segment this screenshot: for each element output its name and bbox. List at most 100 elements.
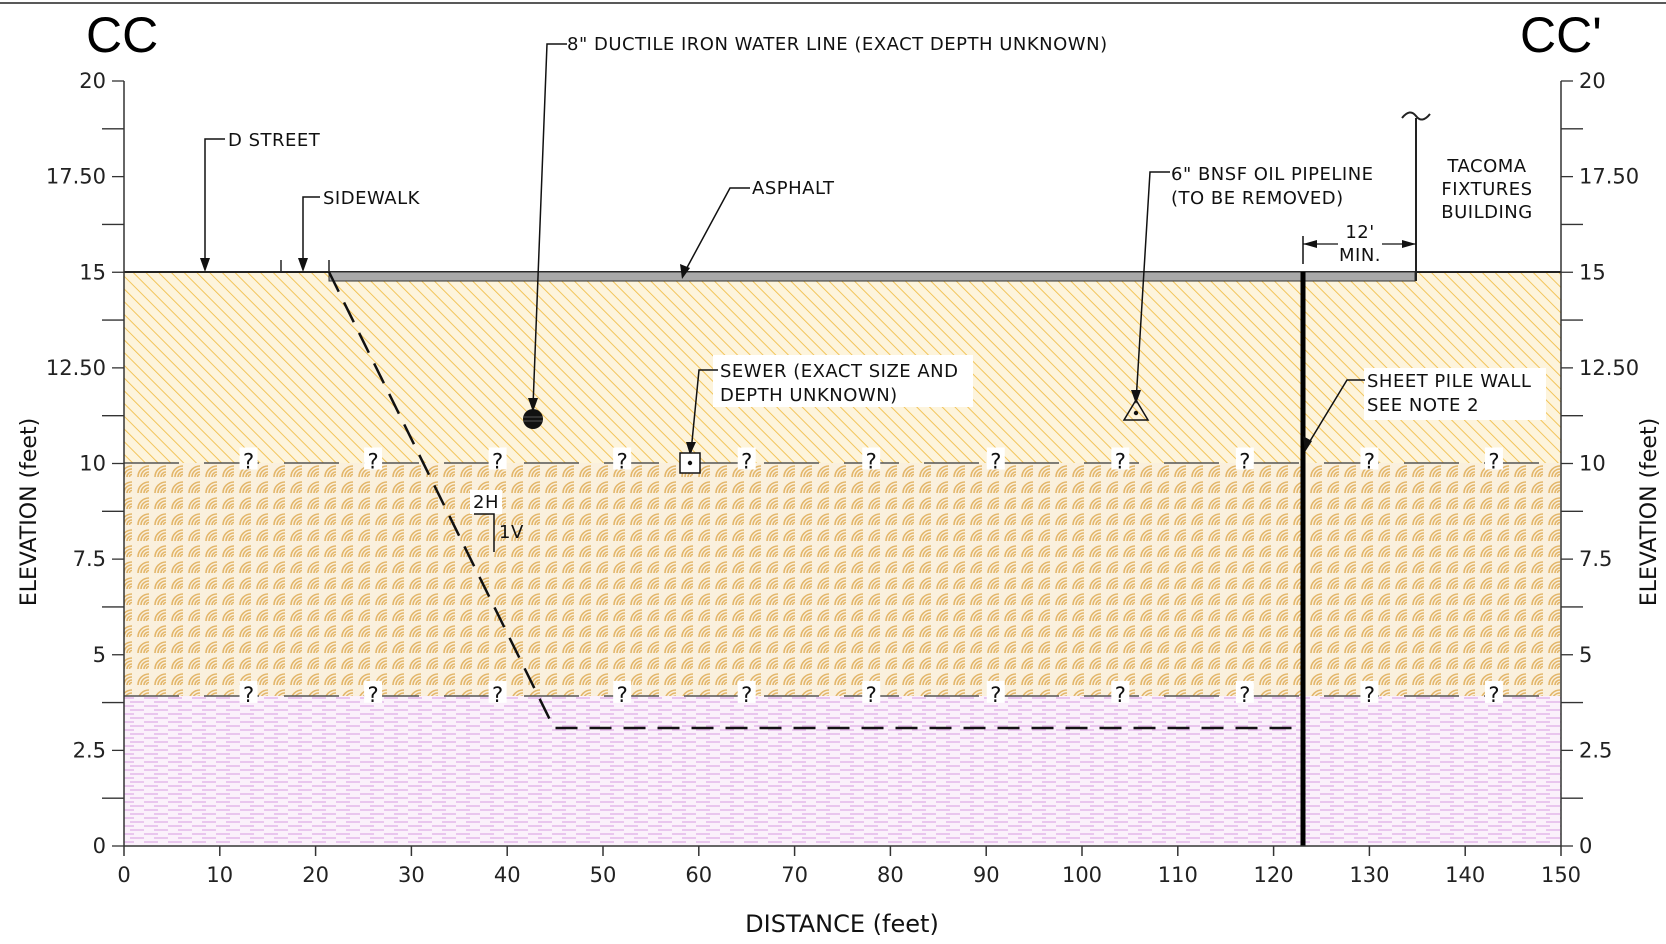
unknown-marker-bg bbox=[1111, 447, 1130, 470]
building-label-1: TACOMA bbox=[1446, 156, 1526, 177]
unknown-marker-bg bbox=[239, 680, 258, 703]
sheet-pile-label-2: SEE NOTE 2 bbox=[1367, 395, 1479, 416]
x-tick-label: 130 bbox=[1349, 863, 1389, 887]
x-tick-label: 70 bbox=[781, 863, 808, 887]
y-tick-label-left: 12.50 bbox=[46, 356, 106, 380]
oil-pipeline-label-1: 6" BNSF OIL PIPELINE bbox=[1171, 164, 1374, 185]
section-label-right: CC' bbox=[1520, 7, 1602, 63]
x-tick-label: 0 bbox=[117, 863, 130, 887]
x-tick-label: 40 bbox=[494, 863, 521, 887]
y-tick-label-left: 20 bbox=[79, 69, 106, 93]
unknown-contact-upper: ? bbox=[617, 450, 628, 474]
asphalt-leader bbox=[682, 187, 750, 276]
unknown-marker-bg bbox=[364, 447, 383, 470]
sheet-pile-label-bg bbox=[1364, 368, 1546, 420]
oil-pipe-center bbox=[1133, 410, 1139, 416]
dimension-arrow-icon bbox=[1303, 240, 1317, 248]
water-line-label: 8" DUCTILE IRON WATER LINE (EXACT DEPTH … bbox=[567, 34, 1108, 55]
leader-arrow-icon bbox=[528, 398, 538, 412]
unknown-contact-upper: ? bbox=[1239, 450, 1250, 474]
sidewalk-label: SIDEWALK bbox=[323, 188, 421, 209]
unknown-marker-bg bbox=[488, 447, 507, 470]
leader-arrow-icon bbox=[1131, 390, 1141, 404]
x-tick-label: 120 bbox=[1254, 863, 1294, 887]
slope-vertical-label: 1V bbox=[499, 522, 524, 543]
x-tick-label: 60 bbox=[685, 863, 712, 887]
clay-layer bbox=[124, 696, 1561, 845]
leader-arrow-icon bbox=[200, 258, 210, 272]
x-tick-label: 100 bbox=[1062, 863, 1102, 887]
sewer-label-2: DEPTH UNKNOWN) bbox=[720, 385, 898, 406]
y-tick-label-left: 5 bbox=[93, 643, 106, 667]
dimension-label-bg bbox=[1338, 222, 1382, 264]
x-tick-label: 80 bbox=[877, 863, 904, 887]
unknown-contact-lower: ? bbox=[617, 683, 628, 707]
leader-arrow-icon bbox=[680, 264, 690, 279]
x-tick-label: 30 bbox=[398, 863, 425, 887]
sewer-label-1: SEWER (EXACT SIZE AND bbox=[720, 361, 959, 382]
leader-arrow-icon bbox=[298, 258, 308, 272]
asphalt-layer bbox=[328, 271, 1416, 282]
unknown-marker-bg bbox=[364, 680, 383, 703]
y-tick-label-right: 20 bbox=[1579, 69, 1606, 93]
unknown-contact-upper: ? bbox=[866, 450, 877, 474]
sewer-pipe-center bbox=[687, 460, 693, 466]
sidewalk-leader bbox=[302, 196, 320, 266]
unknown-contact-lower: ? bbox=[368, 683, 379, 707]
excavation-outline bbox=[327, 271, 1303, 730]
unknown-contact-lower: ? bbox=[866, 683, 877, 707]
x-tick-label: 50 bbox=[590, 863, 617, 887]
y-axis-title-left: ELEVATION (feet) bbox=[17, 418, 42, 606]
unknown-marker-bg bbox=[1484, 447, 1503, 470]
d-street-leader bbox=[204, 138, 225, 266]
y-tick-label-right: 7.5 bbox=[1579, 547, 1612, 571]
x-tick-label: 20 bbox=[302, 863, 329, 887]
section-label-left: CC bbox=[86, 7, 158, 63]
dimension-min: MIN. bbox=[1339, 245, 1381, 266]
leader-arrow-icon bbox=[686, 442, 696, 455]
unknown-marker-bg bbox=[1360, 680, 1379, 703]
sewer-leader bbox=[690, 369, 718, 453]
dimension-value: 12' bbox=[1345, 222, 1374, 243]
unknown-contact-upper: ? bbox=[1364, 450, 1375, 474]
x-tick-label: 90 bbox=[973, 863, 1000, 887]
slope-triangle bbox=[474, 513, 495, 552]
unknown-contact-lower: ? bbox=[1115, 683, 1126, 707]
unknown-contact-lower: ? bbox=[243, 683, 254, 707]
unknown-marker-bg bbox=[239, 447, 258, 470]
d-street-label: D STREET bbox=[228, 130, 321, 151]
y-tick-label-right: 2.5 bbox=[1579, 738, 1612, 762]
y-tick-label-right: 15 bbox=[1579, 260, 1606, 284]
unknown-marker-bg bbox=[986, 680, 1005, 703]
y-tick-label-left: 2.5 bbox=[73, 738, 106, 762]
sheet-pile-leader bbox=[1306, 379, 1365, 447]
x-tick-label: 150 bbox=[1541, 863, 1581, 887]
building-label-3: BUILDING bbox=[1441, 202, 1532, 223]
unknown-contact-upper: ? bbox=[368, 450, 379, 474]
unknown-contact-lower: ? bbox=[990, 683, 1001, 707]
unknown-marker-bg bbox=[737, 447, 756, 470]
x-tick-label: 140 bbox=[1445, 863, 1485, 887]
x-axis-title: DISTANCE (feet) bbox=[745, 910, 939, 938]
unknown-contact-lower: ? bbox=[492, 683, 503, 707]
y-tick-label-right: 12.50 bbox=[1579, 356, 1639, 380]
unknown-contact-lower: ? bbox=[1488, 683, 1499, 707]
x-tick-label: 10 bbox=[206, 863, 233, 887]
dimension-arrow-icon bbox=[1402, 240, 1416, 248]
unknown-marker-bg bbox=[1484, 680, 1503, 703]
unknown-contact-lower: ? bbox=[1364, 683, 1375, 707]
water-line-leader bbox=[532, 43, 567, 407]
unknown-marker-bg bbox=[613, 447, 632, 470]
water-pipe-symbol bbox=[523, 409, 543, 429]
unknown-contact-upper: ? bbox=[243, 450, 254, 474]
leader-arrow-icon bbox=[1303, 436, 1312, 452]
unknown-contact-upper: ? bbox=[492, 450, 503, 474]
y-tick-label-left: 15 bbox=[79, 260, 106, 284]
y-tick-label-right: 10 bbox=[1579, 452, 1606, 476]
unknown-marker-bg bbox=[986, 447, 1005, 470]
unknown-contact-lower: ? bbox=[741, 683, 752, 707]
y-tick-label-right: 17.50 bbox=[1579, 165, 1639, 189]
unknown-marker-bg bbox=[613, 680, 632, 703]
y-tick-label-left: 0 bbox=[93, 834, 106, 858]
x-tick-label: 110 bbox=[1158, 863, 1198, 887]
